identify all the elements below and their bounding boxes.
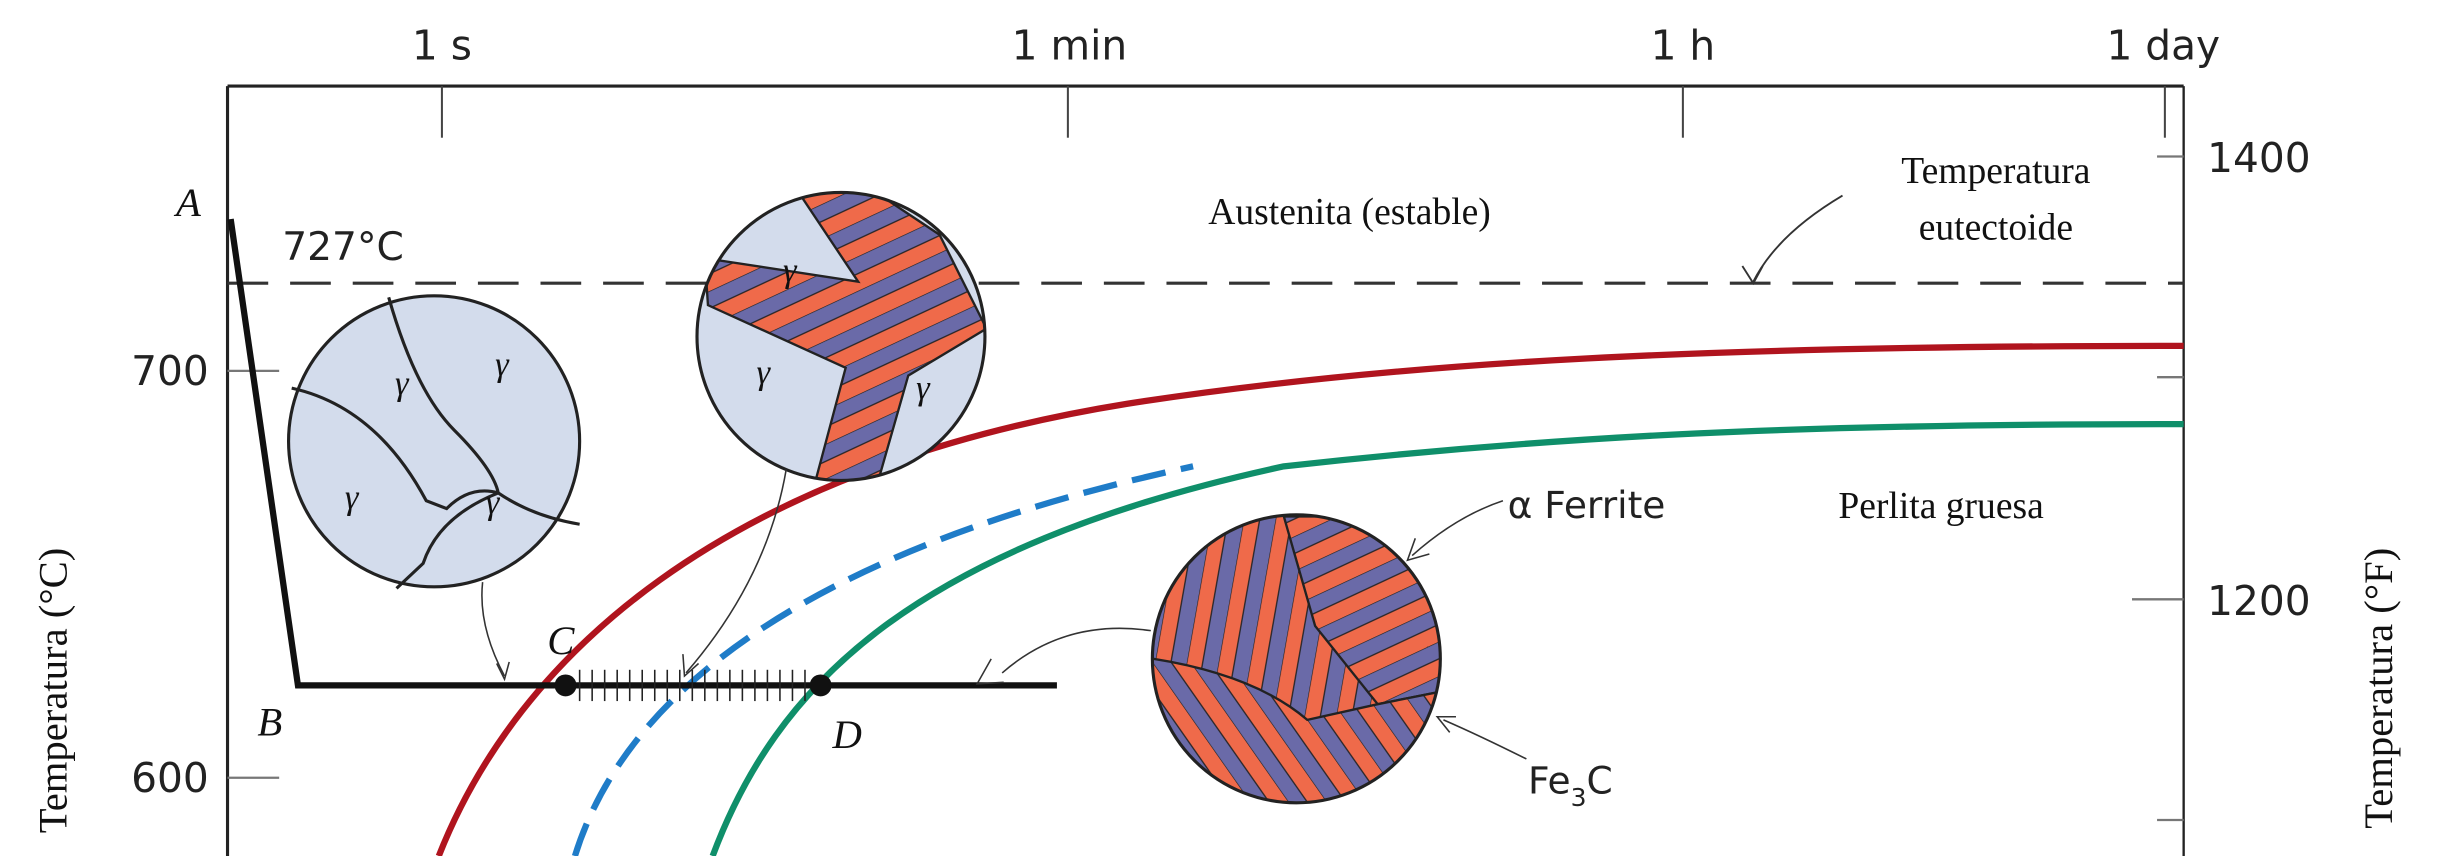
gamma-label: γ	[783, 252, 798, 290]
left-tick-600: 600	[131, 754, 209, 802]
cementite-label: Fe3C	[1528, 758, 1613, 812]
point-d	[809, 674, 832, 697]
label-d: D	[832, 712, 862, 757]
right-axis-label: Temperatura (°F)	[2356, 548, 2401, 829]
cementite-prefix: Fe	[1528, 758, 1571, 802]
right-tick-1200: 1200	[2207, 577, 2311, 625]
transformation-finish-curve	[709, 420, 2184, 856]
gamma-label: γ	[916, 369, 931, 407]
gamma-label: γ	[495, 346, 510, 384]
cementite-suffix: C	[1587, 758, 1613, 802]
fifty-percent-curve	[571, 463, 1194, 856]
top-tick-1min: 1 min	[1012, 21, 1128, 69]
gamma-label: γ	[395, 364, 410, 402]
top-tick-1h: 1 h	[1651, 21, 1716, 69]
top-tick-1s: 1 s	[412, 21, 472, 69]
label-b: B	[257, 700, 282, 745]
plot-frame	[225, 84, 2185, 856]
transformation-start-curve	[435, 342, 2184, 856]
austenite-grains-circle: γ γ γ γ	[286, 294, 582, 682]
right-ticks	[2132, 155, 2184, 822]
coarse-pearlite-label: Perlita gruesa	[1838, 486, 2044, 527]
label-a: A	[173, 180, 201, 225]
cementite-subscript: 3	[1571, 783, 1587, 812]
eutectoid-annotation-line2: eutectoide	[1919, 207, 2073, 248]
ferrite-label: α Ferrite	[1508, 483, 1666, 527]
left-axis-label: Temperatura (°C)	[30, 548, 75, 834]
top-ticks	[440, 86, 2166, 138]
gamma-label: γ	[756, 353, 771, 391]
right-tick-1400: 1400	[2207, 134, 2311, 182]
eutectoid-arrowhead-icon	[1741, 265, 1764, 286]
austenite-label: Austenita (estable)	[1208, 192, 1491, 233]
left-tick-700: 700	[131, 347, 209, 395]
top-tick-1day: 1 day	[2106, 21, 2220, 69]
label-c: C	[547, 618, 575, 663]
gamma-label: γ	[345, 479, 360, 517]
eutectoid-temperature-label: 727°C	[282, 225, 404, 270]
partial-pearlite-circle: γ γ γ	[682, 190, 987, 678]
transformation-hatch	[578, 669, 806, 702]
cooling-path	[227, 218, 1057, 689]
eutectoid-arrow	[1752, 194, 1843, 283]
pearlite-circle	[975, 500, 1527, 805]
gamma-label: γ	[486, 483, 501, 521]
eutectoid-annotation-line1: Temperatura	[1901, 151, 2090, 192]
point-c	[554, 674, 577, 697]
